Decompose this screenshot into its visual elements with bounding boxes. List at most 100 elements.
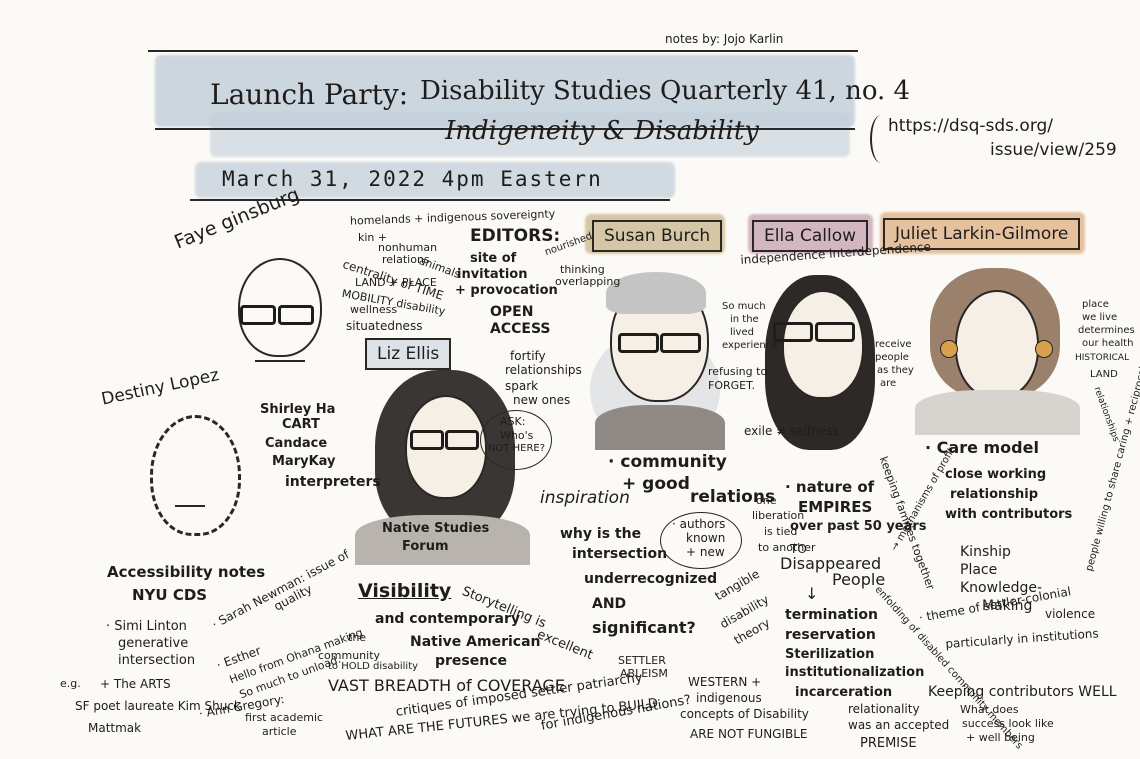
interp-3: interpreters — [285, 474, 381, 490]
cart-2: CART — [282, 417, 320, 432]
notes-by: notes by: Jojo Karlin — [665, 32, 784, 46]
vast-breadth: VAST BREADTH of COVERAGE — [328, 676, 565, 695]
why-3: underrecognized — [584, 571, 718, 587]
name-liz-ellis: Liz Ellis — [365, 338, 452, 370]
refusing-1: refusing to — [708, 365, 768, 378]
site-of-1: site of — [470, 251, 517, 266]
place-5: HISTORICAL — [1075, 353, 1130, 363]
visibility-1: Visibility — [358, 580, 452, 602]
nature-1: · nature of — [785, 478, 875, 496]
nyu-cds: NYU CDS — [132, 586, 208, 604]
thinking-2: overlapping — [555, 275, 621, 288]
one-liberation-4: to another — [758, 541, 816, 554]
so-much-1: So much — [722, 301, 766, 312]
date-wash — [195, 162, 675, 198]
kinship-1: Kinship — [960, 544, 1011, 560]
visibility-2: and contemporary — [375, 611, 520, 627]
settler-colonial-2: violence — [1045, 607, 1096, 621]
why-2: intersection — [572, 546, 668, 562]
simi-2: generative — [118, 636, 189, 651]
theme-relations: relations — [382, 253, 430, 266]
fortify-1: fortify — [510, 349, 546, 363]
western-3: concepts of Disability — [680, 707, 809, 721]
interp-2: MaryKay — [272, 454, 336, 469]
subtitle-wash — [210, 112, 850, 157]
authors-2: known — [686, 531, 726, 545]
community-hold-3: to HOLD disability — [328, 661, 419, 672]
what-does-1: What does — [960, 703, 1019, 716]
community-1: · community — [608, 452, 727, 472]
relationality-2: was an accepted — [848, 718, 950, 732]
site-of-2: invitation — [457, 267, 528, 282]
issue-url-line2[interactable]: issue/view/259 — [990, 140, 1117, 160]
theme-land-place: LAND + PLACE — [355, 276, 437, 289]
community-2: + good — [622, 474, 690, 494]
western-1: WESTERN + — [688, 675, 762, 689]
receive-1: receive — [875, 339, 912, 350]
open-access-2: ACCESS — [490, 321, 551, 337]
event-date: March 31, 2022 4pm Eastern — [222, 167, 603, 191]
kinship-4: Making — [982, 598, 1033, 614]
interp-1: Candace — [265, 436, 328, 451]
issue-url-line1[interactable]: https://dsq-sds.org/ — [888, 116, 1054, 136]
place-2: we live — [1082, 312, 1118, 323]
one-liberation-3: is tied — [764, 525, 798, 538]
so-much-4: experience — [722, 340, 778, 351]
nature-3: over past 50 years — [790, 519, 927, 534]
editors-label: EDITORS: — [470, 226, 561, 246]
what-does-2: success look like — [962, 717, 1054, 730]
site-of-3: + provocation — [455, 283, 558, 298]
event-title: Launch Party: — [210, 78, 409, 111]
simi-4: + The ARTS — [100, 677, 171, 691]
disappeared-3: People — [832, 570, 886, 589]
place-3: determines — [1078, 325, 1135, 336]
url-bracket — [870, 115, 892, 163]
exile: exile ≠ selfness — [744, 424, 839, 438]
fortify-2: relationships — [505, 363, 582, 377]
ann-3: article — [262, 725, 297, 738]
open-access-1: OPEN — [490, 304, 534, 320]
name-susan-burch: Susan Burch — [592, 220, 723, 252]
liz-forum-1: Native Studies — [382, 521, 490, 536]
name-juliet-larkin-gilmore: Juliet Larkin-Gilmore — [883, 218, 1081, 250]
termination-4: institutionalization — [785, 665, 925, 680]
place-6: LAND — [1090, 369, 1118, 380]
why-1: why is the — [560, 526, 642, 542]
ask-bubble — [480, 410, 552, 470]
settler-ableism-1: SETTLER — [618, 654, 666, 667]
relationality-1: relationality — [848, 702, 920, 716]
termination-5: incarceration — [795, 685, 893, 700]
refusing-2: FORGET. — [708, 379, 756, 392]
theme-situatedness: situatedness — [346, 319, 423, 333]
kinship-2: Place — [960, 562, 998, 578]
community-3: relations — [690, 487, 776, 507]
one-liberation-1: one — [756, 494, 777, 507]
date-rule — [190, 199, 670, 201]
ann-2: first academic — [245, 711, 324, 724]
receive-4: are — [880, 378, 897, 389]
receive-3: as they — [877, 365, 914, 376]
liz-forum-2: Forum — [402, 539, 449, 554]
one-liberation-2: liberation — [752, 509, 805, 522]
so-much-2: in the — [730, 314, 759, 325]
authors-3: + new — [686, 545, 725, 559]
what-does-3: + well being — [966, 731, 1035, 744]
settler-ableism-2: ABLEISM — [620, 667, 668, 680]
community-hold-1: the — [348, 631, 367, 644]
place-7: relationships — [1091, 385, 1121, 444]
receive-2: people — [875, 352, 909, 363]
accessibility-notes: Accessibility notes — [107, 563, 266, 581]
termination-3: Sterilization — [785, 647, 875, 662]
theme-nonhuman: nonhuman — [378, 241, 438, 254]
western-2: indigenous — [696, 691, 762, 705]
down-arrow: ↓ — [805, 584, 819, 603]
care-2: close working — [945, 467, 1047, 482]
western-4: ARE NOT FUNGIBLE — [690, 727, 808, 741]
community-hold-2: community — [318, 649, 381, 662]
simi-1: · Simi Linton — [106, 619, 187, 634]
name-ella-callow: Ella Callow — [752, 220, 869, 252]
nature-2: EMPIRES — [798, 498, 873, 516]
header-mid-rule — [155, 128, 855, 130]
termination-2: reservation — [785, 627, 876, 643]
